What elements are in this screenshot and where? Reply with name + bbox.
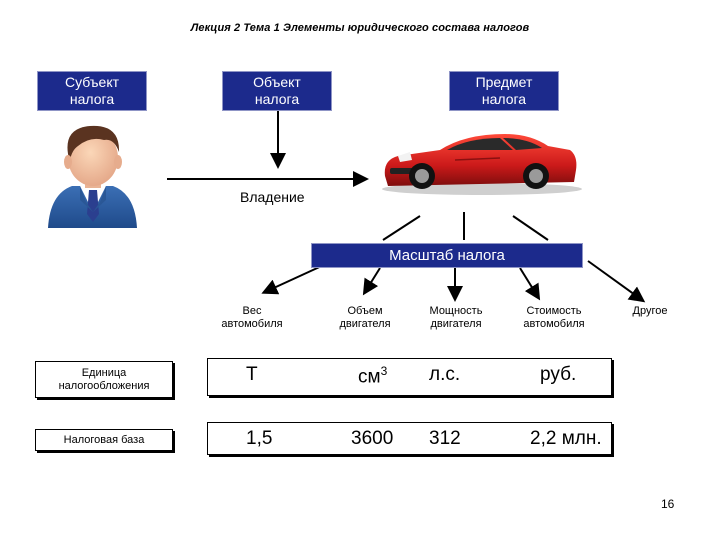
unit-row-box — [207, 358, 612, 396]
unit-weight-value: Т — [246, 364, 258, 385]
base-weight-value: 1,5 — [246, 428, 273, 449]
unit-price-value: руб. — [540, 364, 577, 385]
scale-arrow-other — [587, 260, 646, 303]
slide-title: Лекция 2 Тема 1 Элементы юридического со… — [190, 22, 530, 34]
scale-arrow-weight — [261, 263, 327, 295]
unit-volume-value: см3 — [358, 364, 387, 388]
scale-box: Масштаб налога — [311, 243, 583, 268]
scale-item-weight: Вес автомобиля — [221, 305, 283, 330]
base-power-value: 312 — [429, 428, 461, 449]
base-price-value: 2,2 млн. — [530, 428, 602, 449]
scale-arrow-volume — [362, 267, 381, 296]
unit-row-label: Единица налогообложения — [35, 361, 173, 398]
car-line-1 — [382, 215, 421, 241]
scale-item-other: Другое — [632, 305, 668, 317]
object-box: Объект налога — [222, 71, 332, 111]
scale-item-car-price: Стоимость автомобиля — [523, 305, 585, 330]
scale-item-engine-volume: Объем двигателя — [339, 305, 391, 330]
subject-box: Субъект налога — [37, 71, 147, 111]
page-number: 16 — [661, 497, 675, 511]
unit-volume-superscript: 3 — [380, 364, 388, 378]
scale-arrow-price — [519, 267, 541, 301]
car-line-3 — [512, 215, 549, 241]
possession-label: Владение — [240, 189, 305, 205]
unit-power-value: л.с. — [429, 364, 461, 385]
base-row-box — [207, 422, 612, 455]
base-volume-value: 3600 — [351, 428, 394, 449]
base-row-label: Налоговая база — [35, 429, 173, 451]
scale-item-engine-power: Мощность двигателя — [429, 305, 483, 330]
item-box: Предмет налога — [449, 71, 559, 111]
unit-volume-text: см — [358, 366, 381, 388]
